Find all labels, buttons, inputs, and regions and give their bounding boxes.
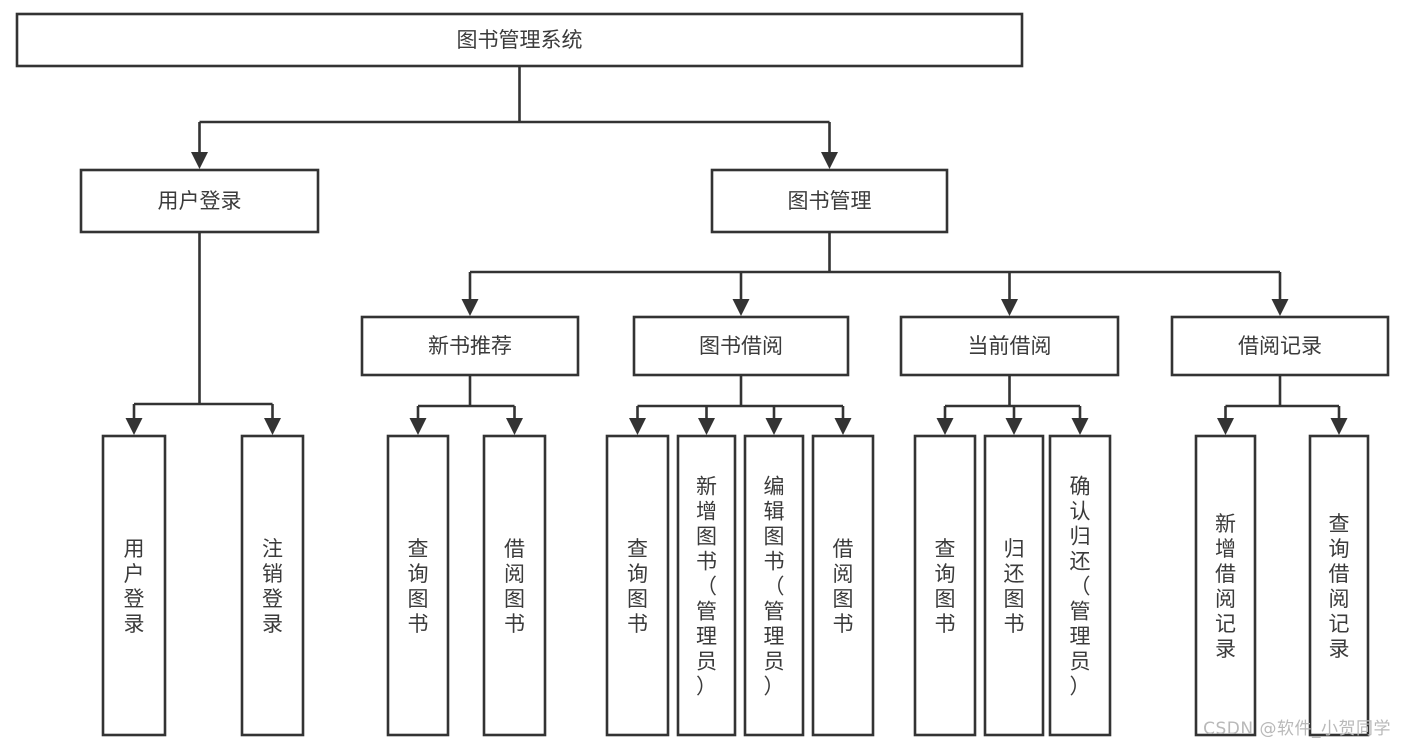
node-box[interactable] — [605, 434, 670, 737]
node-l1-1[interactable]: 图书管理 — [710, 168, 949, 234]
node-leaf-6[interactable]: 编辑图书（管理员） — [743, 434, 805, 737]
arrow-head-icon — [461, 299, 479, 316]
node-box[interactable] — [983, 434, 1045, 737]
node-label: 借阅图书 — [504, 537, 525, 636]
arrow-head-icon — [264, 418, 281, 435]
node-box[interactable] — [899, 315, 1120, 377]
node-box[interactable] — [676, 434, 737, 737]
node-box[interactable] — [101, 434, 167, 737]
node-label: 查询图书 — [627, 537, 648, 636]
node-label: 借阅记录 — [1238, 334, 1322, 358]
node-label: 查询图书 — [408, 537, 429, 636]
node-l2-2[interactable]: 当前借阅 — [899, 315, 1120, 377]
node-leaf-0[interactable]: 用户登录 — [101, 434, 167, 737]
arrow-head-icon — [936, 418, 954, 435]
node-box[interactable] — [743, 434, 805, 737]
arrow-head-icon — [821, 152, 838, 169]
arrow-head-icon — [1001, 299, 1018, 316]
connector-group — [629, 375, 852, 435]
arrow-head-icon — [506, 418, 523, 435]
arrow-head-icon — [125, 418, 143, 435]
node-root[interactable]: 图书管理系统 — [15, 12, 1024, 68]
node-label: 借阅图书 — [833, 537, 854, 636]
node-label: 当前借阅 — [968, 334, 1052, 358]
node-label: 新增借阅记录 — [1215, 512, 1236, 661]
node-l1-0[interactable]: 用户登录 — [79, 168, 320, 234]
node-leaf-9[interactable]: 归还图书 — [983, 434, 1045, 737]
arrow-head-icon — [1271, 299, 1289, 316]
node-label: 查询借阅记录 — [1329, 512, 1350, 661]
connector-group — [461, 232, 1289, 316]
connector-layer — [125, 66, 1348, 435]
connector-group — [936, 375, 1089, 435]
arrow-head-icon — [1330, 418, 1348, 435]
node-l2-0[interactable]: 新书推荐 — [360, 315, 580, 377]
node-leaf-10[interactable]: 确认归还（管理员） — [1048, 434, 1112, 737]
node-box[interactable] — [1194, 434, 1257, 737]
node-leaf-12[interactable]: 查询借阅记录 — [1308, 434, 1370, 737]
node-label: 注销登录 — [262, 537, 283, 636]
node-box[interactable] — [360, 315, 580, 377]
node-box[interactable] — [1308, 434, 1370, 737]
node-leaf-3[interactable]: 借阅图书 — [482, 434, 547, 737]
node-leaf-1[interactable]: 注销登录 — [240, 434, 305, 737]
arrow-head-icon — [1005, 418, 1023, 435]
node-leaf-7[interactable]: 借阅图书 — [811, 434, 875, 737]
connector-group — [191, 66, 838, 169]
connector-group — [125, 232, 281, 435]
arrow-head-icon — [629, 418, 646, 435]
arrow-head-icon — [834, 418, 852, 435]
node-leaf-8[interactable]: 查询图书 — [913, 434, 977, 737]
node-label: 新书推荐 — [428, 334, 512, 358]
arrow-head-icon — [1071, 418, 1089, 435]
node-label: 编辑图书（管理员） — [764, 475, 785, 699]
node-l2-1[interactable]: 图书借阅 — [632, 315, 850, 377]
node-layer: 图书管理系统用户登录图书管理新书推荐图书借阅当前借阅借阅记录用户登录注销登录查询… — [15, 12, 1390, 737]
node-label: 归还图书 — [1004, 537, 1025, 636]
arrow-head-icon — [732, 299, 750, 316]
node-box[interactable] — [632, 315, 850, 377]
node-leaf-11[interactable]: 新增借阅记录 — [1194, 434, 1257, 737]
node-box[interactable] — [79, 168, 320, 234]
connector-group — [1217, 375, 1348, 435]
node-box[interactable] — [913, 434, 977, 737]
arrow-head-icon — [698, 418, 715, 435]
node-label: 图书管理 — [788, 189, 872, 213]
node-box[interactable] — [15, 12, 1024, 68]
node-label: 用户登录 — [124, 537, 145, 636]
arrow-head-icon — [409, 418, 427, 435]
node-box[interactable] — [482, 434, 547, 737]
node-leaf-4[interactable]: 查询图书 — [605, 434, 670, 737]
connector-group — [409, 375, 523, 435]
node-box[interactable] — [710, 168, 949, 234]
node-leaf-2[interactable]: 查询图书 — [386, 434, 450, 737]
node-label: 查询图书 — [935, 537, 956, 636]
arrow-head-icon — [1217, 418, 1234, 435]
node-box[interactable] — [1048, 434, 1112, 737]
node-box[interactable] — [1170, 315, 1390, 377]
node-l2-3[interactable]: 借阅记录 — [1170, 315, 1390, 377]
node-label: 新增图书（管理员） — [696, 475, 717, 699]
node-box[interactable] — [811, 434, 875, 737]
node-label: 图书借阅 — [699, 334, 783, 358]
node-box[interactable] — [386, 434, 450, 737]
arrow-head-icon — [765, 418, 783, 435]
node-label: 确认归还（管理员） — [1070, 475, 1091, 699]
node-label: 图书管理系统 — [457, 28, 583, 52]
arrow-head-icon — [191, 152, 208, 169]
node-box[interactable] — [240, 434, 305, 737]
node-leaf-5[interactable]: 新增图书（管理员） — [676, 434, 737, 737]
node-label: 用户登录 — [158, 189, 242, 213]
